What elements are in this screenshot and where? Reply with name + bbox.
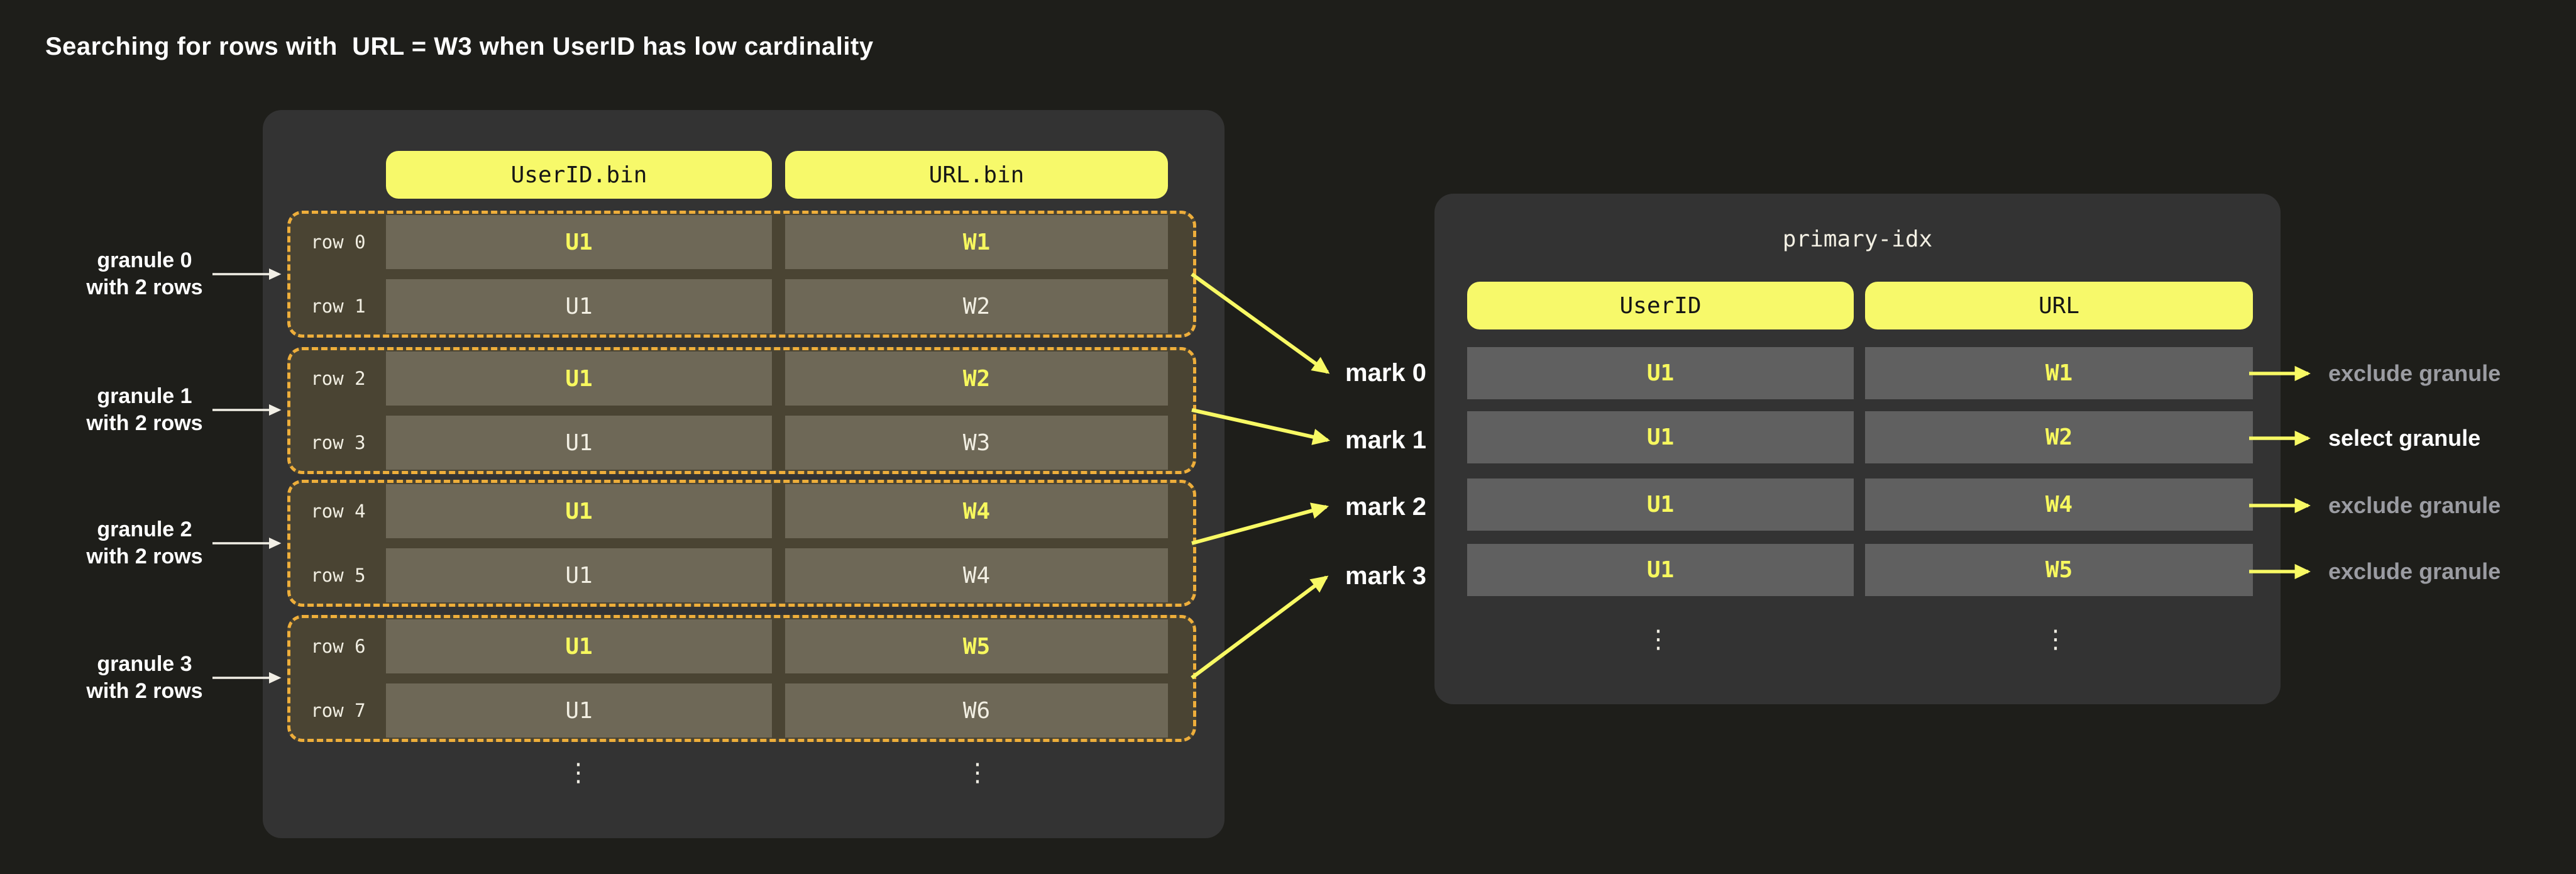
url-cell: W4 [785, 484, 1168, 538]
userid-cell: U1 [386, 215, 772, 269]
granule-0-caption-line2: with 2 rows [86, 275, 203, 299]
index-url-cell: W5 [1865, 544, 2253, 596]
url-cell: W5 [785, 619, 1168, 673]
url-bin-header-pill: URL.bin [785, 151, 1168, 199]
granule-box-1: row 2 U1 W2 row 3 U1 W3 [287, 347, 1196, 474]
index-userid-ellipsis: ⋮ [1646, 625, 1671, 654]
granule-action-3: exclude granule [2328, 558, 2501, 584]
row-label: row 7 [311, 700, 366, 721]
userid-cell: U1 [386, 484, 772, 538]
url-header-pill: URL [1865, 282, 2253, 329]
granule-box-3: row 6 U1 W5 row 7 U1 W6 [287, 615, 1196, 742]
page-title: Searching for rows with URL = W3 when Us… [45, 33, 874, 60]
granule-3-caption-line2: with 2 rows [86, 679, 203, 703]
index-userid-cell: U1 [1467, 411, 1854, 463]
userid-bin-header-label: UserID.bin [510, 162, 647, 188]
granule-2-caption-line1: granule 2 [97, 517, 192, 541]
column-files-panel: UserID.bin URL.bin row 0 U1 W1 row 1 U1 … [263, 110, 1225, 838]
granule-0-caption-line1: granule 0 [97, 248, 192, 272]
granule-box-2: row 4 U1 W4 row 5 U1 W4 [287, 480, 1196, 607]
granule-2-caption-line2: with 2 rows [86, 545, 203, 568]
url-cell: W2 [785, 279, 1168, 333]
url-cell: W4 [785, 548, 1168, 602]
granule-action-1: select granule [2328, 425, 2481, 451]
index-userid-cell: U1 [1467, 478, 1854, 531]
mark-1-label: mark 1 [1345, 426, 1426, 454]
userid-cell: U1 [386, 548, 772, 602]
userid-cell: U1 [386, 416, 772, 470]
url-column-ellipsis: ⋮ [965, 758, 990, 787]
index-url-cell: W4 [1865, 478, 2253, 531]
row-label: row 0 [311, 231, 366, 253]
row-label: row 5 [311, 565, 366, 586]
url-bin-header-label: URL.bin [928, 162, 1025, 188]
index-url-cell: W1 [1865, 347, 2253, 399]
userid-bin-header-pill: UserID.bin [386, 151, 772, 199]
row-label: row 2 [311, 368, 366, 389]
mark-0-label: mark 0 [1345, 359, 1426, 387]
userid-header-label: UserID [1619, 292, 1702, 319]
index-userid-cell: U1 [1467, 347, 1854, 399]
granule-action-2: exclude granule [2328, 492, 2501, 518]
granule-1-caption: granule 1 with 2 rows [50, 383, 239, 437]
granule-0-caption: granule 0 with 2 rows [50, 247, 239, 301]
userid-cell: U1 [386, 619, 772, 673]
userid-cell: U1 [386, 351, 772, 406]
granule-box-0: row 0 U1 W1 row 1 U1 W2 [287, 211, 1196, 338]
mark-3-label: mark 3 [1345, 562, 1426, 590]
index-url-cell: W2 [1865, 411, 2253, 463]
granule-2-caption: granule 2 with 2 rows [50, 516, 239, 570]
mark-2-label: mark 2 [1345, 493, 1426, 521]
userid-column-ellipsis: ⋮ [566, 758, 591, 787]
granule-1-caption-line2: with 2 rows [86, 411, 203, 435]
userid-header-pill: UserID [1467, 282, 1854, 329]
userid-cell: U1 [386, 279, 772, 333]
url-cell: W2 [785, 351, 1168, 406]
url-header-label: URL [2038, 292, 2080, 319]
granule-3-caption: granule 3 with 2 rows [50, 651, 239, 705]
row-label: row 3 [311, 432, 366, 453]
primary-index-title: primary-idx [1782, 226, 1933, 252]
granule-1-caption-line1: granule 1 [97, 384, 192, 408]
url-cell: W6 [785, 683, 1168, 738]
index-userid-cell: U1 [1467, 544, 1854, 596]
primary-index-panel: primary-idx UserID URL U1 W1 U1 W2 U1 W4… [1434, 194, 2281, 704]
index-url-ellipsis: ⋮ [2043, 625, 2068, 654]
granule-3-caption-line1: granule 3 [97, 652, 192, 676]
row-label: row 6 [311, 636, 366, 657]
granule-action-0: exclude granule [2328, 360, 2501, 386]
row-label: row 4 [311, 501, 366, 522]
url-cell: W1 [785, 215, 1168, 269]
userid-cell: U1 [386, 683, 772, 738]
url-cell: W3 [785, 416, 1168, 470]
row-label: row 1 [311, 296, 366, 317]
